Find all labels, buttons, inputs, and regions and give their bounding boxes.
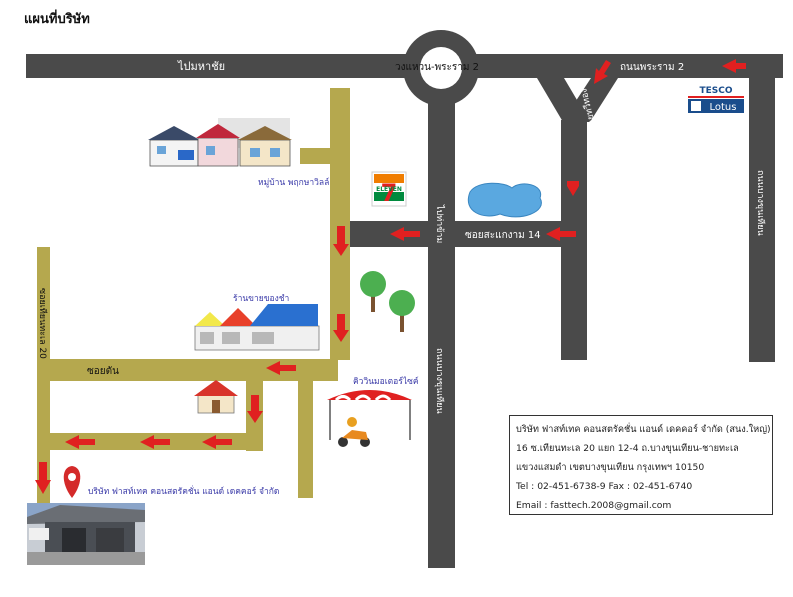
tesco-text: TESCO [699,86,732,96]
roundabout-center [420,47,462,89]
grocery-shop-icon [194,304,320,351]
soi-dead-end [50,359,338,381]
pond [467,182,542,218]
arrow-inner-down [247,395,263,423]
village-houses-icon [148,118,292,167]
soi-village-spur [300,148,330,164]
arrow-dead-end [266,361,296,375]
small-house-icon [194,380,238,414]
arrow-rama2-right [722,59,746,73]
lotus-text: Lotus [710,102,737,113]
road-right-vertical [749,78,775,362]
page-title: แผนที่บริษัท [24,12,90,27]
label-top-road-left: ไปมหาชัย [177,60,225,73]
company-email: Email : fasttech.2008@gmail.com [516,500,672,511]
motorbike-taxi-icon [327,390,412,447]
lotus-flower-icon [691,101,701,111]
tree-icon-2 [389,290,415,332]
label-grocery: ร้านขายของชำ [233,293,289,304]
arrow-lower-left-2 [140,435,170,449]
arrow-soi-right-1 [333,226,349,256]
company-building-photo [27,503,145,565]
arrow-soi14-left [390,227,420,241]
label-right-vertical: ถนนบางขุนเทียน [755,170,766,236]
arrow-soi-right-2 [333,314,349,342]
company-phone: Tel : 02-451-6738-9 Fax : 02-451-6740 [516,481,693,492]
label-main-vertical-lower: ถนนบางขุนเทียน [434,348,445,414]
seven-number: 7 [381,179,398,207]
tesco-lotus-logo: TESCO Lotus [688,82,744,114]
arrow-lower-left-3 [65,435,95,449]
label-roundabout: วงแหวน-พระราม 2 [395,62,479,73]
label-top-road-right: ถนนพระราม 2 [620,62,684,73]
road-soi-14 [346,221,584,247]
soi-left-vertical [37,247,50,509]
seven-eleven-logo: 7 ELEVEN [371,171,407,207]
label-village: หมู่บ้าน พฤกษาวิลล์ [258,177,329,188]
label-motorbike-queue: คิววินมอเตอร์ไซค์ [353,376,419,387]
seven-eleven-text: ELEVEN [376,186,402,193]
label-soi-14: ซอยสะแกงาม 14 [465,230,541,241]
arrow-lower-left-1 [202,435,232,449]
label-soi-dead-end: ซอยตัน [87,366,119,377]
location-pin-icon [63,466,81,498]
direction-arrows [35,59,746,494]
arrow-left-down [35,462,51,494]
road-main-vertical [428,78,455,568]
road-soi-thawithong-right [562,78,618,122]
road-soi-thawithong-lower [561,120,587,360]
arrow-diagonal [594,60,611,84]
label-left-vertical: ซอยเทียนทะเล 20 [37,288,48,359]
company-address-1: 16 ซ.เทียนทะเล 20 แยก 12-4 ถ.บางขุนเทียน… [516,443,739,454]
label-main-vertical-upper: ไปท่าข้าม [434,204,445,243]
soi-middle-vertical [298,380,313,498]
company-info-box: บริษัท ฟาสท์เทค คอนสตรัคชั่น แอนด์ เดคคอ… [509,415,773,515]
soi-right-vertical [330,88,350,360]
company-address-2: แขวงแสมดำ เขตบางขุนเทียน กรุงเทพฯ 10150 [516,462,705,473]
label-company-pin: บริษัท ฟาสท์เทค คอนสตรัคชั่น แอนด์ เดคคอ… [88,485,279,497]
arrow-soi14-right [546,227,576,241]
tree-icon-1 [360,271,386,312]
arrow-soi-down [567,181,579,196]
company-name: บริษัท ฟาสท์เทค คอนสตรัคชั่น แอนด์ เดคคอ… [516,424,771,435]
